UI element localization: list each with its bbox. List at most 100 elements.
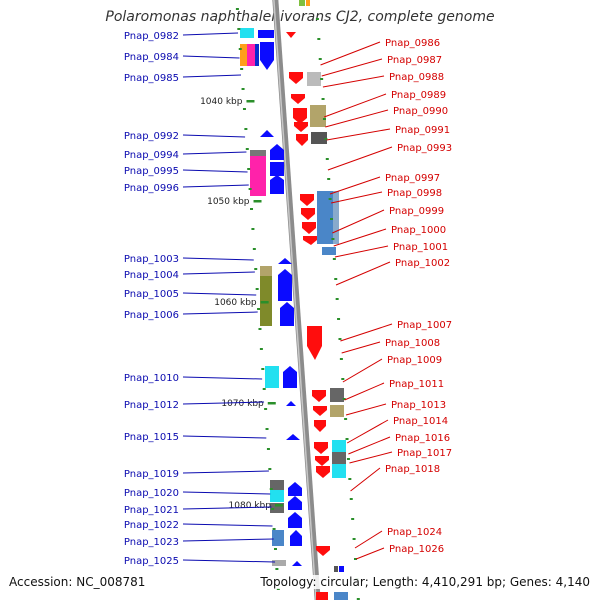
major-tick: [246, 100, 255, 103]
gene-label[interactable]: Pnap_1008: [385, 338, 440, 349]
gene-label[interactable]: Pnap_0998: [387, 188, 442, 199]
leader-line: [324, 93, 387, 118]
tick-mark: [339, 358, 343, 360]
tick-mark: [324, 138, 328, 140]
gene-label[interactable]: Pnap_0997: [385, 173, 440, 184]
tick-mark: [352, 538, 356, 540]
tick-mark: [250, 208, 254, 210]
gene-label[interactable]: Pnap_1015: [124, 432, 179, 443]
leader-line: [182, 376, 263, 380]
gene-label[interactable]: Pnap_0987: [387, 55, 442, 66]
tick-mark: [245, 148, 249, 150]
leader-line: [182, 151, 247, 155]
leader-line: [334, 245, 389, 258]
leader-line: [321, 58, 383, 77]
scale-ticks: [235, 8, 360, 600]
leader-line: [182, 311, 258, 315]
major-tick: [260, 301, 269, 304]
leader-line: [182, 169, 248, 173]
leader-line: [327, 146, 393, 171]
gene-label[interactable]: Pnap_1002: [395, 258, 450, 269]
tick-mark: [268, 468, 272, 470]
tick-mark: [335, 298, 339, 300]
gene-label[interactable]: Pnap_1014: [393, 416, 448, 427]
tick-mark: [262, 388, 266, 390]
gene-label[interactable]: Pnap_1023: [124, 537, 179, 548]
leader-line: [320, 41, 381, 66]
leader-line: [335, 261, 391, 286]
tick-mark: [342, 398, 346, 400]
gene-label[interactable]: Pnap_1007: [397, 320, 452, 331]
scale-label: 1070 kbp: [221, 399, 264, 409]
gene-label[interactable]: Pnap_1022: [124, 520, 179, 531]
gene-label[interactable]: Pnap_1009: [387, 355, 442, 366]
gene-label[interactable]: Pnap_1005: [124, 289, 179, 300]
gene-label[interactable]: Pnap_0985: [124, 73, 179, 84]
tick-mark: [346, 458, 350, 460]
gene-label[interactable]: Pnap_1021: [124, 505, 179, 516]
gene-label[interactable]: Pnap_0984: [124, 52, 179, 63]
gene-label[interactable]: Pnap_0994: [124, 150, 179, 161]
gene-label[interactable]: Pnap_0986: [385, 38, 440, 49]
gene-label[interactable]: Pnap_1013: [391, 400, 446, 411]
gene-label[interactable]: Pnap_1004: [124, 270, 179, 281]
leader-line: [342, 358, 383, 383]
tick-mark: [356, 598, 360, 600]
gene-label[interactable]: Pnap_1012: [124, 400, 179, 411]
gene-label[interactable]: Pnap_1018: [385, 464, 440, 475]
gene-label[interactable]: Pnap_1000: [391, 225, 446, 236]
gene-label[interactable]: Pnap_0995: [124, 166, 179, 177]
gene-label[interactable]: Pnap_1010: [124, 373, 179, 384]
tick-mark: [258, 328, 262, 330]
tick-mark: [318, 58, 322, 60]
leader-line: [182, 74, 242, 78]
tick-mark: [272, 528, 276, 530]
scale-label: 1050 kbp: [207, 197, 250, 207]
tick-mark: [331, 238, 335, 240]
gene-label[interactable]: Pnap_1019: [124, 469, 179, 480]
gene-label[interactable]: Pnap_1001: [393, 242, 448, 253]
leader-line: [356, 547, 385, 560]
gene-label[interactable]: Pnap_1020: [124, 488, 179, 499]
tick-mark: [337, 318, 341, 320]
reverse-features: [286, 0, 348, 600]
major-tick: [274, 504, 283, 507]
gene-label[interactable]: Pnap_0992: [124, 131, 179, 142]
tick-mark: [351, 518, 355, 520]
gene-label[interactable]: Pnap_0991: [395, 125, 450, 136]
gene-label[interactable]: Pnap_1011: [389, 379, 444, 390]
gene-label[interactable]: Pnap_1026: [389, 544, 444, 555]
gene-label[interactable]: Pnap_0989: [391, 90, 446, 101]
gene-label[interactable]: Pnap_0982: [124, 31, 179, 42]
leader-line: [350, 467, 381, 492]
leader-line: [182, 271, 255, 275]
tick-mark: [273, 548, 277, 550]
gene-label[interactable]: Pnap_0988: [389, 72, 444, 83]
gene-label[interactable]: Pnap_1017: [397, 448, 452, 459]
gene-label[interactable]: Pnap_1016: [395, 433, 450, 444]
gene-label[interactable]: Pnap_1024: [387, 527, 442, 538]
major-tick: [267, 402, 276, 405]
gene-label[interactable]: Pnap_0993: [397, 143, 452, 154]
tick-mark: [248, 188, 252, 190]
reverse-gene-labels: Pnap_0986Pnap_0987Pnap_0988Pnap_0989Pnap…: [320, 38, 452, 560]
gene-label[interactable]: Pnap_0996: [124, 183, 179, 194]
tick-mark: [261, 368, 265, 370]
forward-features: [240, 28, 302, 566]
gene-label[interactable]: Pnap_1003: [124, 254, 179, 265]
leader-line: [322, 75, 385, 88]
leader-line: [182, 134, 246, 138]
gene-label[interactable]: Pnap_1025: [124, 556, 179, 567]
gene-label[interactable]: Pnap_0999: [389, 206, 444, 217]
gene-label[interactable]: Pnap_0990: [393, 106, 448, 117]
leader-line: [182, 184, 249, 188]
leader-line: [341, 341, 381, 354]
tick-mark: [348, 478, 352, 480]
tick-mark: [264, 408, 268, 410]
genome-title: Polaromonas naphthalenivorans CJ2, compl…: [105, 9, 495, 25]
forward-gene-labels: Pnap_0982Pnap_0984Pnap_0985Pnap_0992Pnap…: [124, 31, 276, 567]
tick-mark: [251, 228, 255, 230]
tick-mark: [242, 108, 246, 110]
gene-label[interactable]: Pnap_1006: [124, 310, 179, 321]
